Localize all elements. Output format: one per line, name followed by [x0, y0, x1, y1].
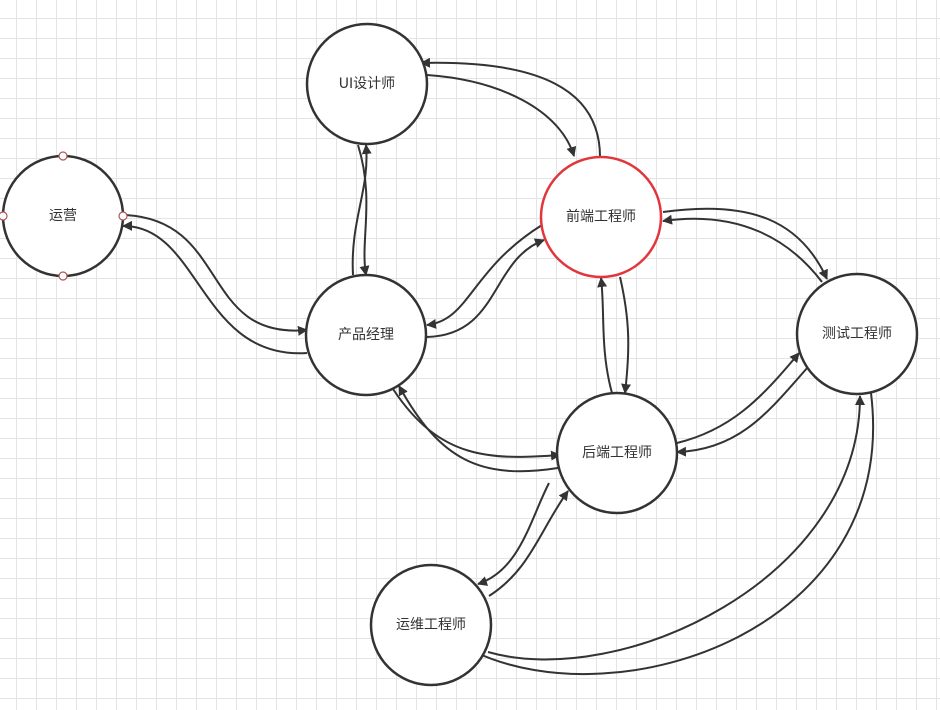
edge-pm-to-fe[interactable]	[426, 238, 545, 338]
node-pm-circle[interactable]	[304, 273, 428, 397]
node-test[interactable]: 测试工程师	[795, 272, 919, 396]
node-ops-label: 运营	[49, 208, 77, 224]
edge-test-to-devops[interactable]	[474, 392, 874, 676]
edge-devops-to-test[interactable]	[487, 395, 865, 661]
edge-test-to-fe[interactable]	[662, 214, 823, 283]
edge-be-to-devops[interactable]	[477, 482, 550, 586]
node-be-circle[interactable]	[555, 391, 679, 515]
edge-be-to-fe[interactable]	[597, 277, 613, 394]
node-test-label: 测试工程师	[822, 326, 892, 342]
node-devops-circle[interactable]	[369, 563, 493, 687]
edge-pm-to-ops[interactable]	[122, 220, 308, 355]
node-ui[interactable]: UI设计师	[305, 22, 429, 146]
edge-pm-to-ui[interactable]	[351, 144, 372, 276]
node-be-label: 后端工程师	[582, 445, 652, 461]
edge-ui-to-fe[interactable]	[426, 74, 577, 157]
node-test-circle[interactable]	[795, 272, 919, 396]
node-devops[interactable]: 运维工程师	[369, 563, 493, 687]
node-fe[interactable]: 前端工程师	[539, 155, 663, 279]
node-pm[interactable]: 产品经理	[304, 273, 428, 397]
edge-fe-to-be[interactable]	[619, 276, 632, 394]
connection-handle-top[interactable]	[58, 151, 68, 161]
edge-devops-to-be[interactable]	[488, 490, 569, 597]
edges-layer	[122, 57, 874, 676]
node-be[interactable]: 后端工程师	[555, 391, 679, 515]
node-pm-label: 产品经理	[338, 327, 394, 343]
edge-ops-to-pm[interactable]	[124, 214, 308, 336]
edge-be-to-pm[interactable]	[398, 385, 559, 473]
edge-fe-to-ui[interactable]	[420, 57, 601, 158]
node-fe-circle[interactable]	[539, 155, 663, 279]
connection-handle-left[interactable]	[0, 211, 8, 221]
edge-be-to-test[interactable]	[676, 352, 800, 444]
edge-pm-to-be[interactable]	[392, 388, 561, 461]
node-ui-circle[interactable]	[305, 22, 429, 146]
node-devops-label: 运维工程师	[396, 617, 466, 633]
node-ops[interactable]: 运营	[0, 151, 128, 281]
edge-ui-to-pm[interactable]	[357, 144, 370, 276]
connection-handle-right[interactable]	[118, 211, 128, 221]
node-ui-label: UI设计师	[339, 76, 395, 92]
edge-fe-to-pm[interactable]	[426, 224, 543, 329]
edge-test-to-be[interactable]	[676, 366, 809, 457]
edge-fe-to-test[interactable]	[662, 207, 828, 280]
node-fe-label: 前端工程师	[566, 208, 636, 225]
connection-handle-bottom[interactable]	[58, 271, 68, 281]
